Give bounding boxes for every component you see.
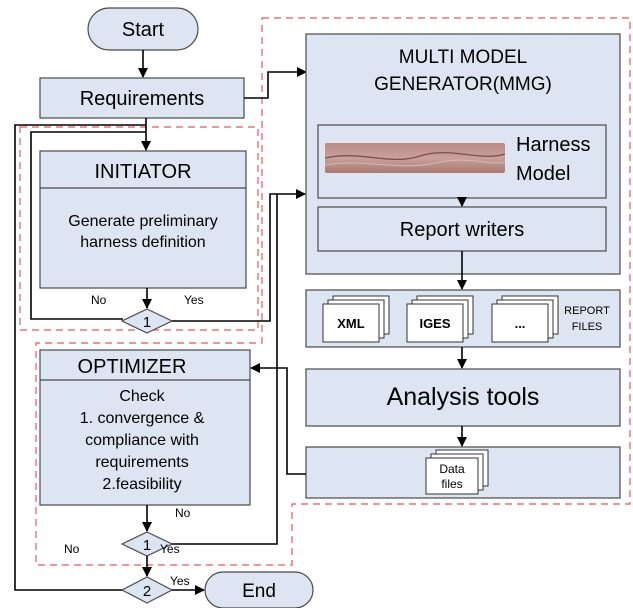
decision2-diamond [120, 576, 174, 604]
mmg-title-line2: GENERATOR(MMG) [374, 74, 552, 95]
report-files-label-line2: FILES [572, 321, 603, 333]
optimizer-line3: compliance with [85, 432, 199, 449]
initiator-body-line2: harness definition [80, 234, 205, 251]
iges-file-label: IGES [419, 316, 450, 331]
initiator-yes-label: Yes [184, 293, 204, 307]
optimizer-box [39, 349, 251, 506]
analysis-tools-box [305, 368, 621, 427]
optimizer-line1: Check [119, 388, 165, 405]
initiator-decision-diamond [120, 308, 174, 334]
more-files-stack: ... [491, 295, 559, 343]
end-terminal [204, 571, 314, 608]
data-files-line2: files [441, 477, 462, 491]
decision2-yes-label: Yes [170, 574, 190, 588]
mmg-group-frame [35, 17, 631, 566]
report-writers-box [317, 206, 607, 252]
data-files-stack: Data files [425, 449, 489, 495]
initiator-box [39, 150, 247, 289]
xml-file-label: XML [337, 316, 365, 331]
harness-model-image [324, 143, 506, 173]
optimizer-title: OPTIMIZER [78, 356, 187, 378]
decision2-no-loop [14, 124, 146, 591]
requirements-label: Requirements [80, 88, 205, 110]
optimizer-line4: requirements [95, 454, 188, 471]
data-files-to-optimizer-arrow [250, 363, 306, 475]
report-writers-label: Report writers [400, 219, 524, 241]
optimizer-yes-label: Yes [160, 542, 180, 556]
mmg-title-line1: MULTI MODEL [399, 47, 527, 68]
initiator-yes-to-mmg-arrow [172, 189, 306, 322]
initiator-title: INITIATOR [94, 161, 191, 183]
optimizer-decision-label: 1 [143, 537, 151, 554]
requirements-to-mmg-arrow [244, 67, 307, 99]
harness-model-line1: Harness [516, 134, 590, 156]
decision2-label: 2 [143, 583, 151, 600]
optimizer-no-right-label: No [175, 506, 191, 520]
optimizer-line5: 2.feasibility [102, 476, 181, 493]
more-files-label: ... [515, 316, 526, 331]
initiator-group-frame [19, 126, 259, 331]
data-files-line1: Data [439, 462, 465, 476]
initiator-decision-label: 1 [143, 314, 151, 331]
initiator-no-loop [30, 131, 146, 320]
start-label: Start [122, 19, 165, 41]
report-files-label-line1: REPORT [564, 305, 610, 317]
optimizer-line2: 1. convergence & [80, 410, 205, 427]
end-label: End [242, 581, 276, 602]
harness-model-line2: Model [516, 163, 570, 185]
optimizer-yes-to-mmg-line [172, 194, 278, 545]
initiator-no-label: No [91, 293, 107, 307]
xml-file-stack: XML [322, 295, 390, 343]
analysis-tools-label: Analysis tools [387, 383, 540, 411]
optimizer-no-left-label: No [64, 542, 80, 556]
initiator-body-line1: Generate preliminary [68, 213, 217, 230]
iges-file-stack: IGES [406, 295, 474, 343]
requirements-box [39, 77, 245, 119]
